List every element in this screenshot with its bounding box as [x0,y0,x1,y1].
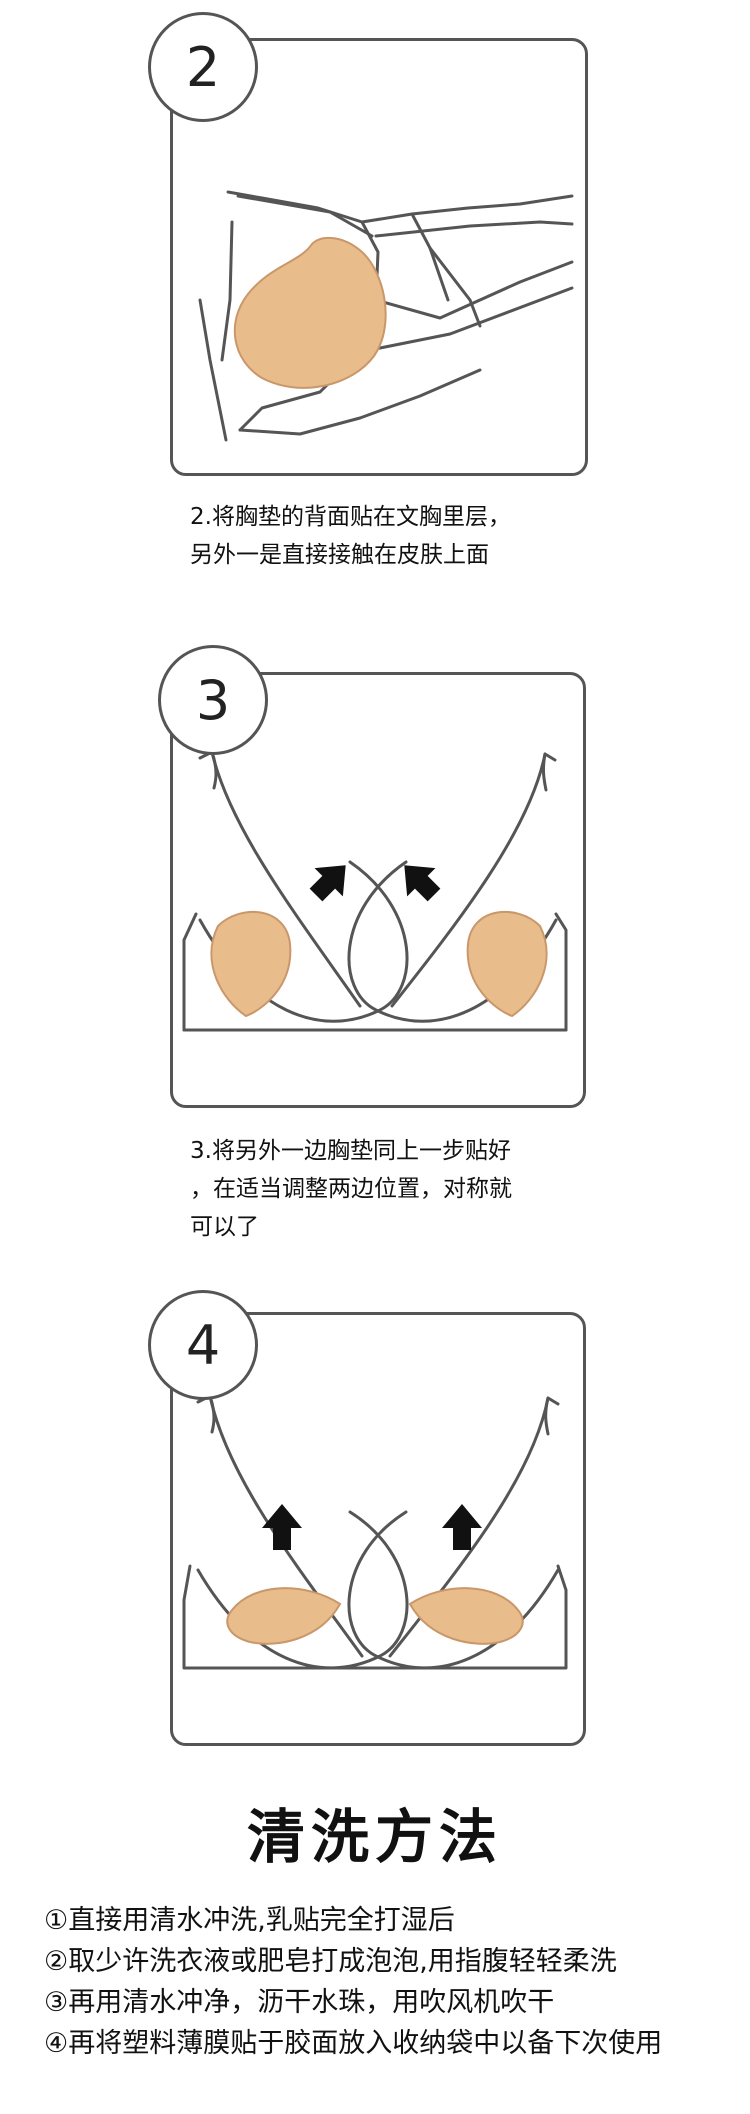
step-2-number-badge: 2 [148,12,258,122]
step-number: 3 [195,668,231,732]
right-pad-shape [408,1587,524,1645]
breast-pad-shape [233,236,387,389]
bra-side-illustration [198,190,574,442]
caption-line: 3.将另外一边胸垫同上一步贴好 [190,1138,511,1164]
right-pad-shape [466,911,548,1018]
left-pad-shape [226,1587,342,1645]
arrow-up-left-icon [404,865,441,902]
step-4-number-badge: 4 [148,1290,258,1400]
step-3-number-badge: 3 [158,645,268,755]
arrow-up-icon [262,1504,302,1550]
step-2-caption: 2.将胸垫的背面贴在文胸里层， 另外一是直接接触在皮肤上面 [190,498,511,574]
step-4-panel [170,1312,586,1746]
instruction-item: ③再用清水冲净，沥干水珠，用吹风机吹干 [44,1987,555,2018]
left-pad-shape [210,911,292,1018]
cleaning-title: 清洗方法 [246,1803,503,1871]
bra-front-illustration [182,1394,568,1670]
cleaning-instructions: ①直接用清水冲洗,乳贴完全打湿后 ②取少许洗衣液或肥皂打成泡泡,用指腹轻轻柔洗 … [44,1900,662,2064]
step-number: 2 [185,35,221,99]
instruction-item: ④再将塑料薄膜贴于胶面放入收纳袋中以备下次使用 [44,2028,663,2059]
step-number: 4 [185,1313,221,1377]
arrow-up-icon [442,1504,482,1550]
instruction-item: ①直接用清水冲洗,乳贴完全打湿后 [44,1905,455,1936]
bra-front-illustration [182,750,568,1032]
arrow-up-right-icon [309,865,346,902]
caption-line: 2.将胸垫的背面贴在文胸里层， [190,504,511,530]
step-3-caption: 3.将另外一边胸垫同上一步贴好 ，在适当调整两边位置，对称就 可以了 [190,1132,512,1246]
caption-line: 另外一是直接接触在皮肤上面 [190,542,489,568]
caption-line: ，在适当调整两边位置，对称就 [190,1176,512,1202]
caption-line: 可以了 [190,1214,259,1240]
instruction-item: ②取少许洗衣液或肥皂打成泡泡,用指腹轻轻柔洗 [44,1946,617,1977]
